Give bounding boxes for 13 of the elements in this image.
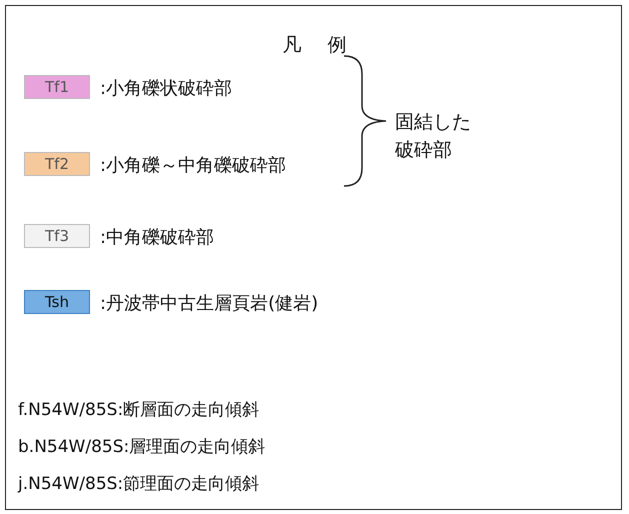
color-swatch: Tf3 <box>24 224 90 248</box>
legend-text: :中角礫破砕部 <box>100 226 214 249</box>
note-text: j.N54W/85S:節理面の走向傾斜 <box>18 473 260 495</box>
note-text: f.N54W/85S:断層面の走向傾斜 <box>18 399 260 421</box>
legend-text: :小角礫～中角礫破砕部 <box>100 154 286 177</box>
color-swatch: Tf2 <box>24 152 90 176</box>
color-swatch: Tf1 <box>24 75 90 99</box>
legend-title: 凡例 <box>282 33 374 58</box>
color-swatch: Tsh <box>24 290 90 314</box>
group-label: 固結した破砕部 <box>395 110 472 163</box>
legend-text: :丹波帯中古生層頁岩(健岩) <box>100 292 318 315</box>
note-text: b.N54W/85S:層理面の走向傾斜 <box>18 436 266 458</box>
legend-text: :小角礫状破砕部 <box>100 77 232 100</box>
